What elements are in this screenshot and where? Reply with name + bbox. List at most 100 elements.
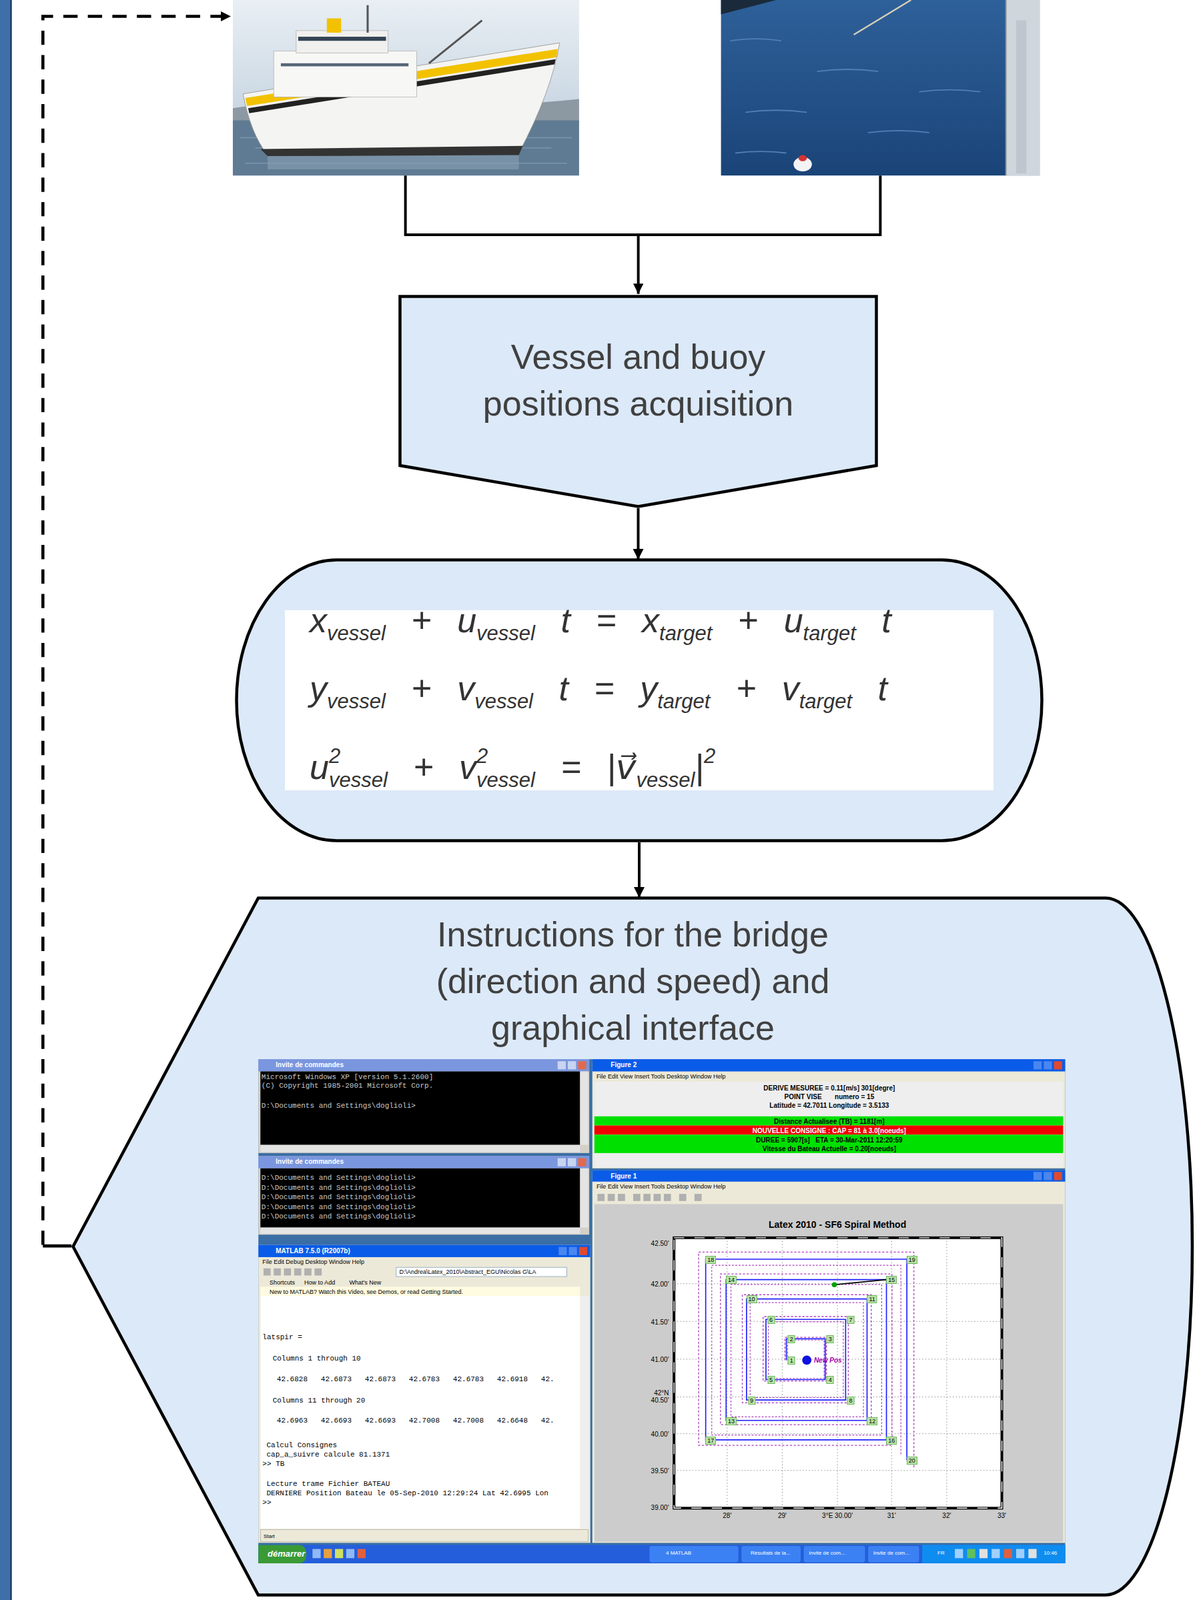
figure-window-part xyxy=(633,1194,641,1202)
spiral-track-part xyxy=(698,1252,915,1468)
figure-window-part xyxy=(1043,1172,1052,1181)
matlab-window-part xyxy=(569,1247,578,1256)
console-window-part xyxy=(258,1059,590,1154)
figure-window-part xyxy=(673,1238,1002,1509)
callout-number: 11 xyxy=(866,1295,877,1304)
console-window-part xyxy=(260,1228,580,1235)
screen-text: Lecture trame Fichier BATEAU xyxy=(266,1480,390,1489)
vessel-photo-part xyxy=(244,48,558,107)
screen-text: D:\Andrea\Latex_2010\Abstract_EGU\Nicola… xyxy=(398,1269,536,1277)
axis-label: 42.00' xyxy=(651,1281,670,1289)
figure-window-part xyxy=(1054,1172,1063,1181)
screen-text: File Edit View Insert Tools Desktop Wind… xyxy=(596,1183,726,1191)
matlab-window-part xyxy=(558,1247,567,1256)
spiral-track-part xyxy=(832,1282,838,1288)
callout-number: 13 xyxy=(725,1417,737,1426)
screen-text: D:\Documents and Settings\doglioli> xyxy=(261,1184,416,1193)
figure-window-part xyxy=(594,1126,1064,1136)
vessel-photo xyxy=(232,0,580,176)
screen-text: Invite de commandes xyxy=(275,1061,344,1070)
vessel-photo-part xyxy=(232,0,580,176)
math-part: target xyxy=(803,621,857,646)
console-window-part xyxy=(258,1156,590,1236)
math-part: target xyxy=(657,689,710,714)
buoy-photo-part xyxy=(1006,0,1041,176)
vessel-photo-part xyxy=(242,42,560,155)
buoy-photo-part xyxy=(1016,20,1027,174)
screen-text: DERNIERE Position Bateau le 05-Sep-2010 … xyxy=(266,1489,548,1498)
taskbar-part xyxy=(1004,1549,1013,1560)
screen-text: Invite de commandes xyxy=(275,1158,344,1167)
vessel-photo-part xyxy=(298,36,387,41)
screen-text: NOUVELLE CONSIGNE : CAP = 81 à 3.0[noeud… xyxy=(752,1127,907,1136)
matlab-window-part xyxy=(258,1245,590,1258)
vessel-photo-part xyxy=(260,146,523,157)
figure-window-part xyxy=(643,1194,651,1202)
figure-window-part xyxy=(1043,1061,1052,1070)
screen-text: Figure 1 xyxy=(610,1172,637,1181)
buoy-photo-part xyxy=(721,0,777,15)
math-part: t = y xyxy=(533,669,658,708)
screen-text: Columns 1 through 10 xyxy=(272,1355,361,1364)
buoy-photo-part xyxy=(798,155,807,162)
node-outline xyxy=(400,296,877,508)
console-window-part xyxy=(579,1071,588,1145)
figure-window-part xyxy=(592,1059,1066,1169)
figure-window xyxy=(592,1170,1066,1544)
screen-text: 42.6963 42.6693 42.6693 42.7008 42.7008 … xyxy=(276,1417,555,1426)
math-part: vessel xyxy=(326,621,386,646)
figure-window-part xyxy=(653,1194,662,1202)
console-window xyxy=(258,1059,590,1154)
buoy-photo xyxy=(721,0,1041,176)
screen-text: Start xyxy=(263,1533,275,1541)
math-part: vessel xyxy=(326,689,386,714)
matlab-window-part xyxy=(579,1247,588,1256)
figure-window-part xyxy=(1033,1172,1042,1181)
math-part: u xyxy=(309,747,329,787)
vessel-photo-part xyxy=(296,30,389,54)
math-part: + v xyxy=(385,669,475,708)
figure-window-part xyxy=(594,1134,1064,1154)
text-stack: Instructions for the bridge (direction a… xyxy=(433,911,834,1052)
axis-label: 42.50' xyxy=(651,1240,670,1248)
figure-window-part xyxy=(597,1194,605,1202)
screen-text: latspir = xyxy=(262,1333,302,1342)
node-outline xyxy=(236,560,1043,842)
screen-text: (C) Copyright 1985-2001 Microsoft Corp. xyxy=(261,1082,434,1091)
callout-number: 19 xyxy=(906,1256,918,1265)
axis-label: 39.50' xyxy=(651,1467,670,1476)
figure-window-part xyxy=(617,1194,626,1202)
feedback-loop-part xyxy=(42,1245,72,1249)
flow-arrow xyxy=(637,508,640,560)
callout-number: 9 xyxy=(747,1397,756,1406)
taskbar-part xyxy=(954,1549,963,1560)
vessel-photo-part xyxy=(367,5,482,64)
node-text: Vessel and buoy positions acquisition xyxy=(451,333,826,428)
matlab-window-part xyxy=(258,1245,590,1544)
math-part: + u xyxy=(711,601,803,640)
console-window-part xyxy=(557,1158,566,1167)
taskbar-part xyxy=(868,1546,920,1563)
equation-text: xvessel + uvessel t = xtarget + utarget … xyxy=(309,593,892,662)
taskbar-part xyxy=(741,1546,801,1563)
math-part: + u xyxy=(385,601,477,640)
figure-window-part xyxy=(694,1194,702,1202)
screen-text: Invite de com... xyxy=(808,1550,845,1558)
taskbar-part xyxy=(1016,1549,1025,1560)
matlab-window-part xyxy=(260,1287,580,1297)
axis-label: 39.00' xyxy=(651,1504,670,1512)
figure-window-part xyxy=(679,1194,687,1202)
screen-text: Calcul Consignes xyxy=(266,1441,337,1450)
screen-text: D:\Documents and Settings\doglioli> xyxy=(261,1203,416,1212)
figure-window-part xyxy=(594,1116,1064,1127)
screen-text: 4 MATLAB xyxy=(665,1550,692,1558)
screen-text: Invite de com... xyxy=(873,1550,910,1558)
screen-text: MATLAB 7.5.0 (R2007b) xyxy=(275,1247,351,1256)
math-part: target xyxy=(799,689,853,714)
taskbar-part xyxy=(979,1549,988,1560)
math-part: vessel xyxy=(474,689,534,714)
math-part: vessel xyxy=(635,768,695,792)
matlab-window-part xyxy=(304,1269,312,1277)
callout-number: 17 xyxy=(705,1437,716,1446)
